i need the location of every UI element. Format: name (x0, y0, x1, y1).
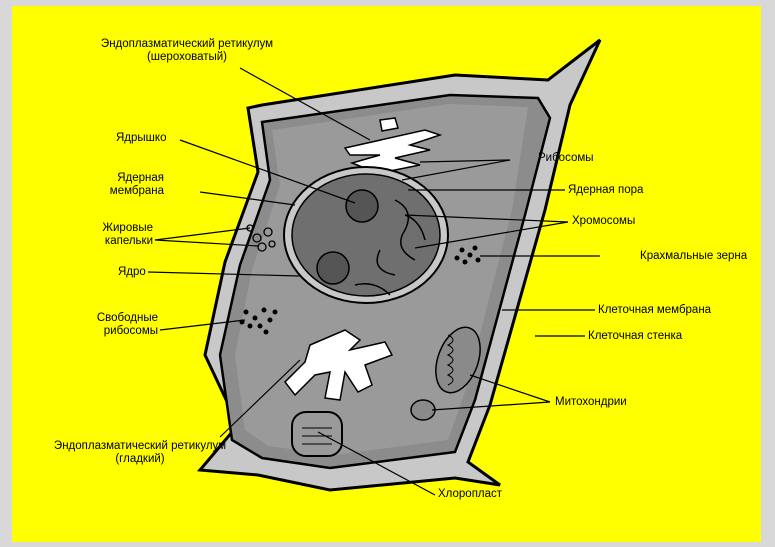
label-nucleus: Ядро (118, 266, 146, 279)
label-free-ribosomes-line1: Свободные (72, 312, 158, 325)
label-free-ribosomes-line2: рибосомы (72, 325, 158, 338)
label-er-smooth-line2: (гладкий) (35, 453, 245, 466)
label-chromosomes: Хромосомы (572, 215, 635, 228)
label-nucleolus: Ядрышко (116, 132, 166, 145)
label-nuclear-pore: Ядерная пора (568, 184, 643, 197)
label-nuclear-membrane-line2: мембрана (92, 185, 164, 198)
label-mitochondria: Митохондрии (555, 396, 627, 409)
label-chloroplast: Хлоропласт (438, 488, 502, 501)
label-er-smooth-line1: Эндоплазматический ретикулум (35, 440, 245, 453)
label-nuclear-membrane-line1: Ядерная (92, 172, 164, 185)
label-nuclear-membrane: Ядерная мембрана (92, 172, 164, 198)
nucleolus-2 (317, 252, 349, 284)
label-cell-membrane: Клеточная мембрана (598, 304, 711, 317)
label-ribosomes: Рибосомы (538, 152, 594, 165)
label-fat-droplets-line1: Жировые (78, 222, 153, 235)
label-cell-wall: Клеточная стенка (588, 330, 682, 343)
nucleolus-1 (346, 190, 378, 222)
label-er-rough: Эндоплазматический ретикулум (шероховаты… (82, 38, 292, 64)
chloroplast (292, 412, 342, 456)
label-er-rough-line1: Эндоплазматический ретикулум (82, 38, 292, 51)
label-fat-droplets-line2: капельки (78, 235, 153, 248)
label-er-smooth: Эндоплазматический ретикулум (гладкий) (35, 440, 245, 466)
nucleus (284, 167, 448, 303)
label-starch-grains: Крахмальные зерна (640, 250, 747, 263)
label-free-ribosomes: Свободные рибосомы (72, 312, 158, 338)
label-fat-droplets: Жировые капельки (78, 222, 153, 248)
label-er-rough-line2: (шероховатый) (82, 51, 292, 64)
